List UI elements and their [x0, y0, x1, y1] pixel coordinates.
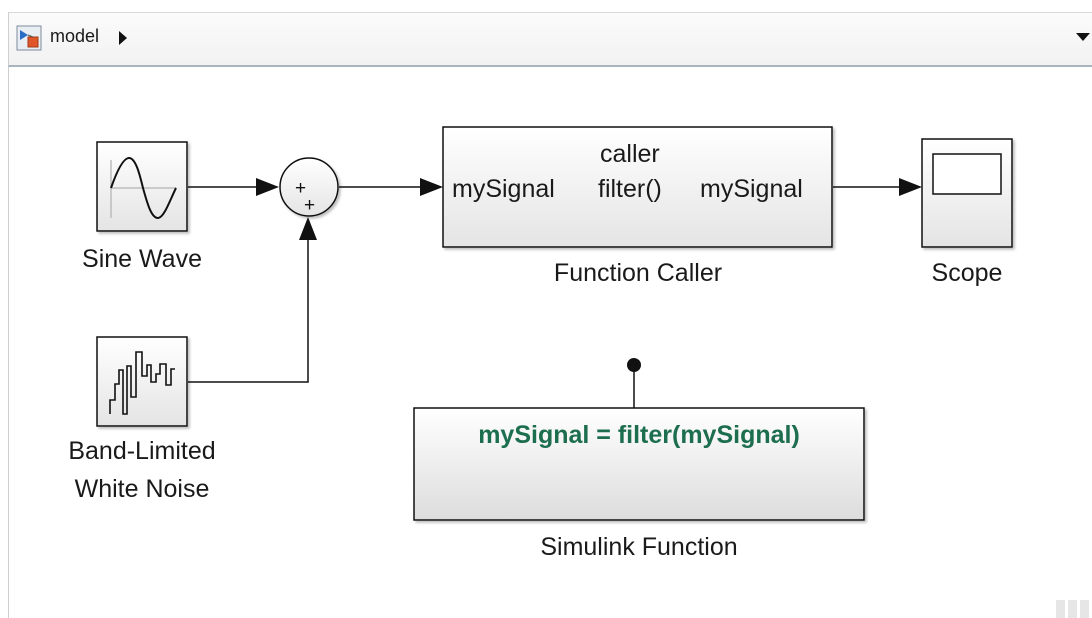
simulink-model-icon[interactable]	[16, 25, 42, 51]
signal-line-sine-to-sum[interactable]	[188, 178, 279, 196]
noise-icon	[109, 351, 175, 415]
sum-sign-2: +	[304, 195, 315, 216]
trigger-port-icon[interactable]	[627, 358, 641, 372]
noise-label-line2[interactable]: White Noise	[74, 475, 210, 503]
sine-wave-label[interactable]: Sine Wave	[82, 245, 202, 273]
caller-function-label: filter()	[598, 175, 662, 203]
sine-wave-icon	[110, 156, 177, 220]
signal-line-sum-to-caller[interactable]	[339, 178, 443, 196]
scope-block[interactable]	[921, 138, 1013, 248]
simulink-function-block[interactable]	[413, 358, 865, 521]
function-caller-block[interactable]	[442, 126, 833, 248]
function-caller-label[interactable]: Function Caller	[553, 259, 723, 287]
breadcrumb-arrow-icon[interactable]	[117, 30, 129, 46]
canvas-border	[8, 67, 9, 618]
caller-header: caller	[600, 140, 660, 168]
scope-icon	[932, 153, 1002, 195]
sum-block[interactable]: + +	[279, 157, 339, 217]
breadcrumb-model-name[interactable]: model	[50, 26, 100, 46]
scrollbar-grip-icon[interactable]	[1052, 598, 1092, 618]
scope-label[interactable]: Scope	[931, 259, 1003, 287]
signal-line-caller-to-scope[interactable]	[833, 178, 922, 196]
function-signature: mySignal = filter(mySignal)	[478, 421, 800, 449]
signal-line-noise-to-sum[interactable]	[188, 217, 317, 383]
dropdown-arrow-icon[interactable]	[1075, 31, 1091, 43]
sine-wave-block[interactable]	[96, 141, 188, 232]
noise-label-line1[interactable]: Band-Limited	[68, 437, 216, 465]
caller-input-port-label: mySignal	[452, 175, 555, 203]
noise-block[interactable]	[96, 336, 188, 427]
explorer-bar: model	[8, 12, 1092, 67]
simulink-function-label[interactable]: Simulink Function	[540, 533, 738, 561]
caller-output-port-label: mySignal	[700, 175, 803, 203]
sum-sign-1: +	[295, 178, 306, 199]
